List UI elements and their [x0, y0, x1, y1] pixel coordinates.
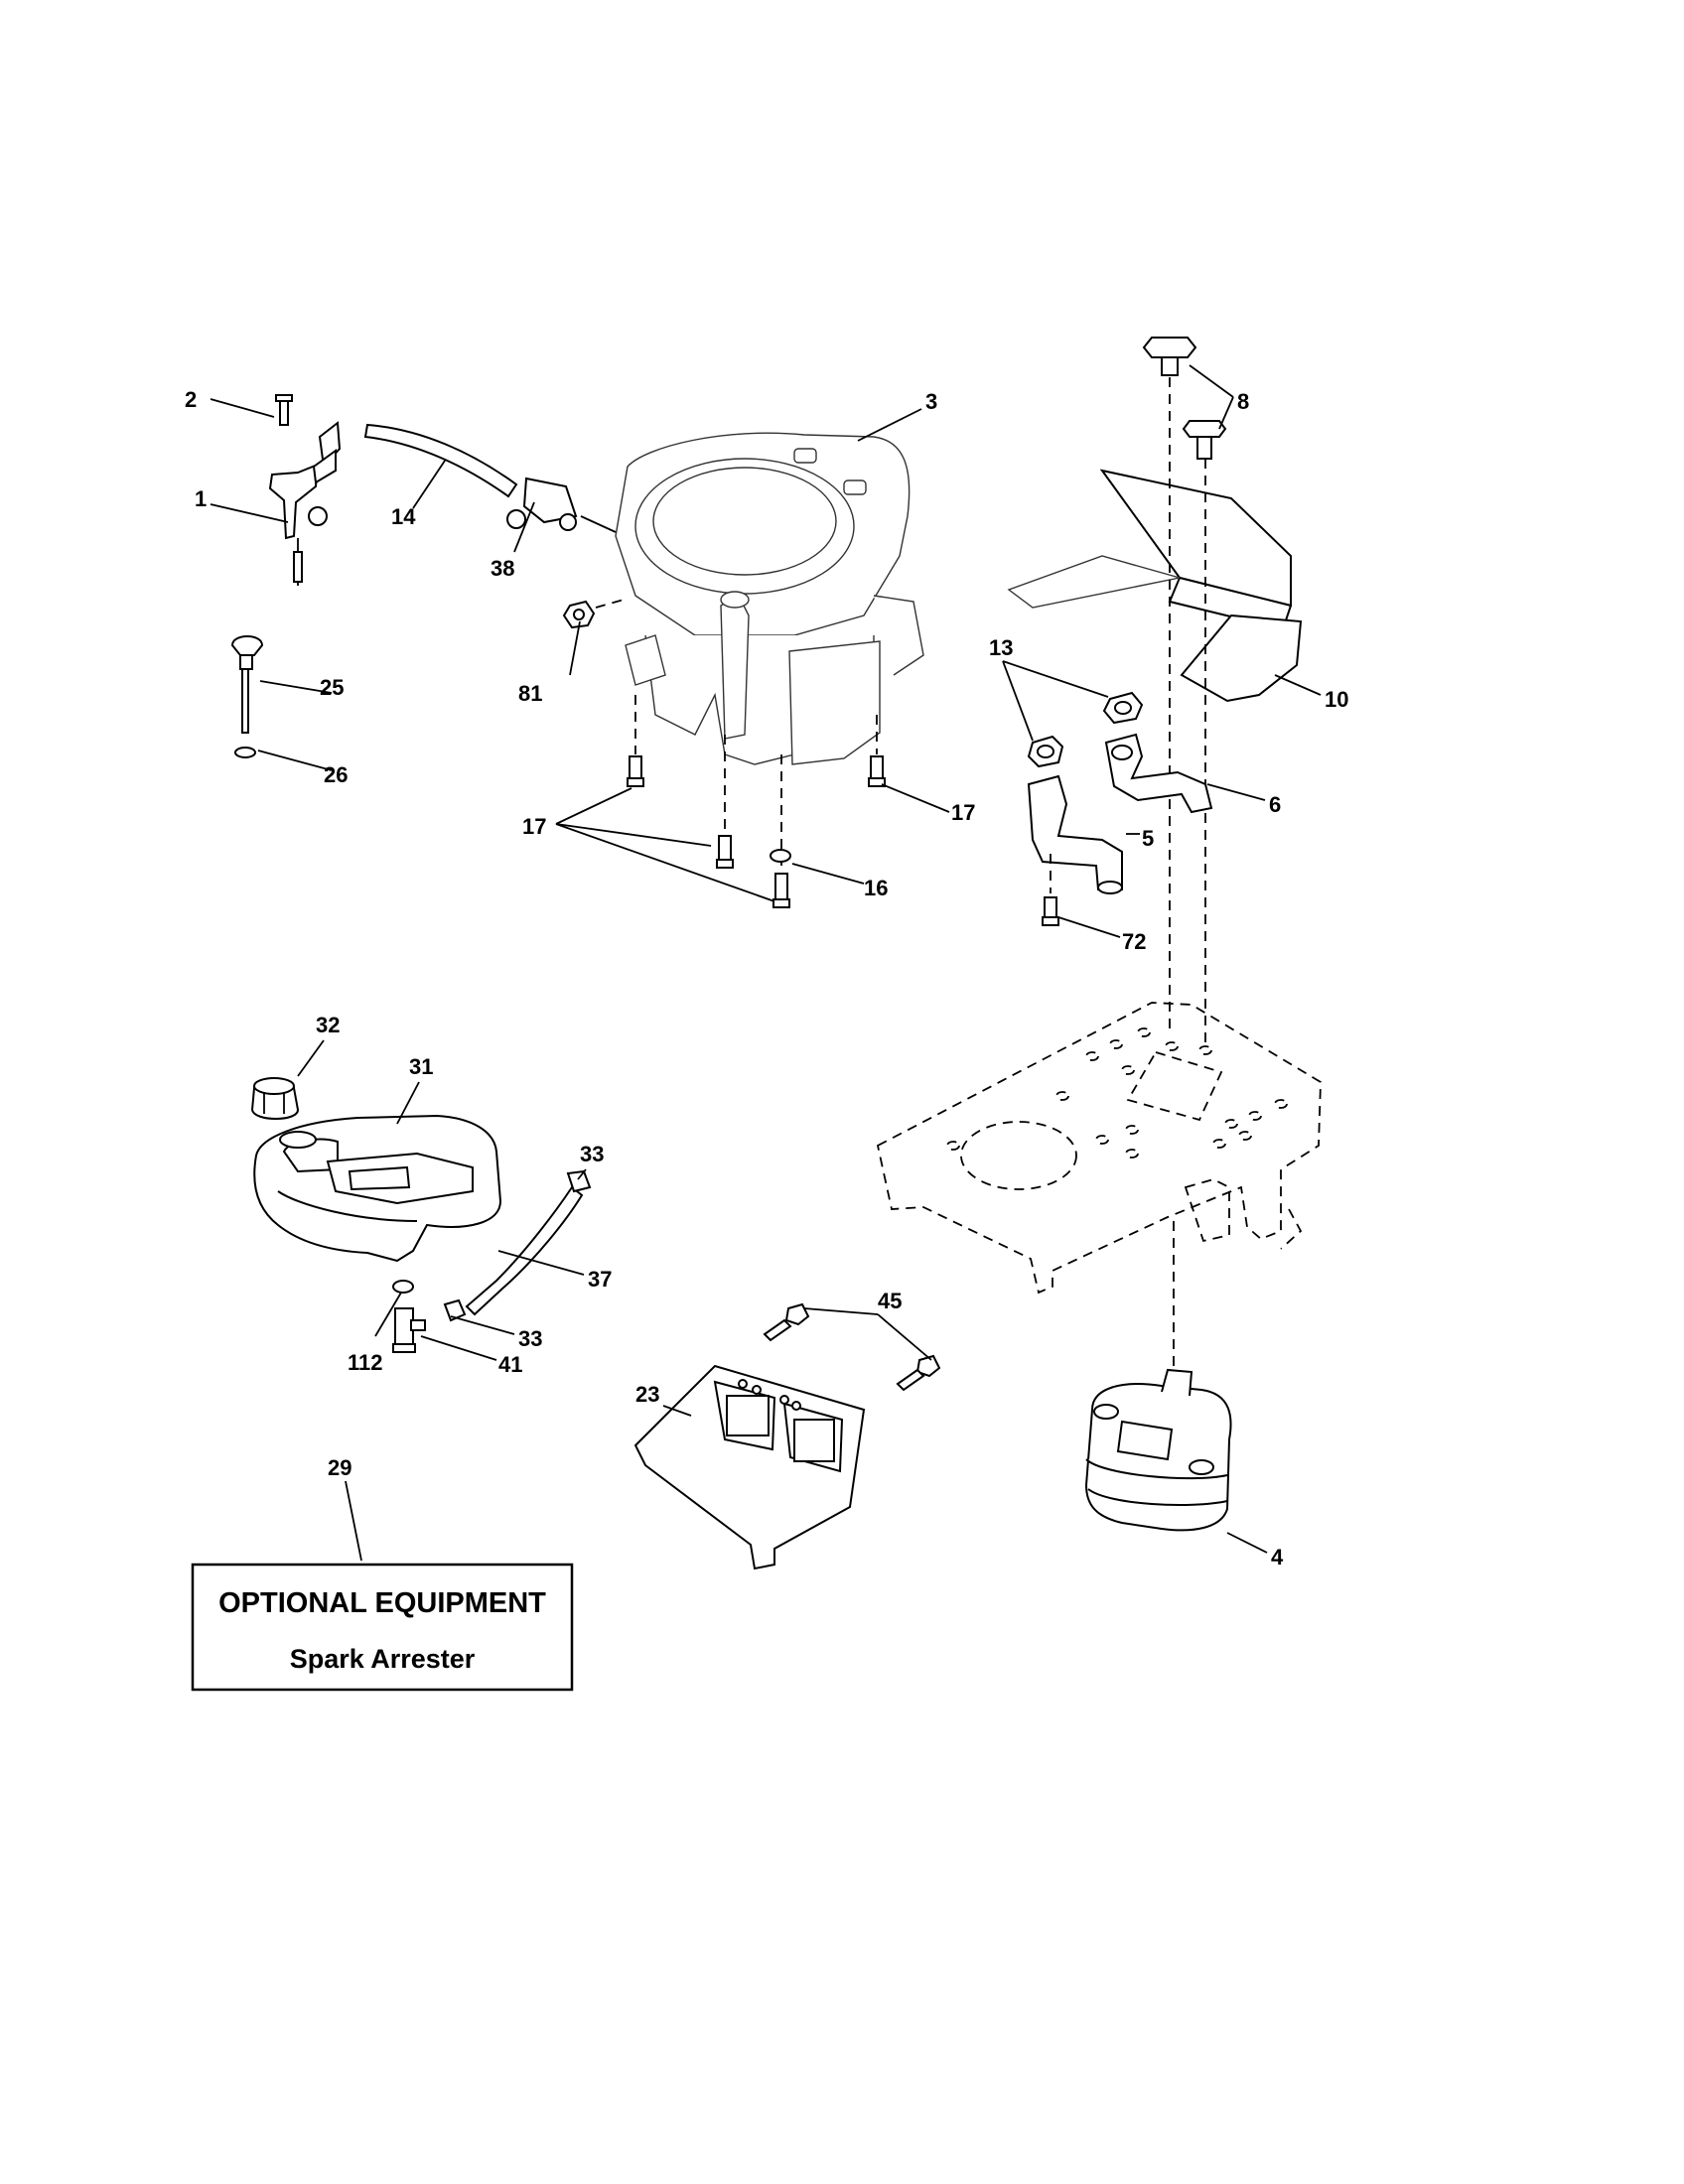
fuel-tank-part [253, 1114, 502, 1263]
callout-13: 13 [989, 635, 1013, 660]
callout-33-bottom: 33 [518, 1326, 542, 1351]
fuel-hose-part [465, 1185, 584, 1316]
callout-41: 41 [498, 1352, 522, 1377]
callout-33-top: 33 [580, 1142, 604, 1166]
callout-17-right: 17 [951, 800, 975, 825]
choke-knob-part [230, 635, 264, 758]
callout-37: 37 [588, 1267, 612, 1292]
callout-1: 1 [195, 486, 207, 511]
callout-16: 16 [864, 876, 888, 900]
callout-3: 3 [925, 389, 937, 414]
shield-bolt-part [1142, 337, 1227, 1042]
callout-29: 29 [328, 1455, 351, 1480]
frame-holes [946, 1027, 1288, 1159]
callout-17-left: 17 [522, 814, 546, 839]
callout-26: 26 [324, 762, 348, 787]
callout-81: 81 [518, 681, 542, 706]
callout-72: 72 [1122, 929, 1146, 954]
exhaust-pipe-left-part [1027, 774, 1123, 894]
callout-31: 31 [409, 1054, 433, 1079]
callout-6: 6 [1269, 792, 1281, 817]
nut-part [562, 599, 625, 629]
callout-112: 112 [348, 1350, 383, 1375]
muffler-part [1084, 1368, 1232, 1532]
exhaust-bolt-part [1042, 854, 1059, 926]
callout-4: 4 [1271, 1545, 1284, 1570]
hose-clamp-bottom-part [443, 1298, 467, 1322]
callout-labels: 1 2 3 14 38 81 25 26 17 17 16 8 10 13 6 … [185, 387, 1348, 1570]
fuel-cap-part [250, 1077, 300, 1120]
exhaust-pipe-right-part [1104, 733, 1213, 814]
optional-equipment-box: OPTIONAL EQUIPMENT Spark Arrester [191, 1563, 574, 1692]
engine-part [615, 432, 924, 765]
gasket-part [1027, 691, 1144, 768]
engine-bolt-left [627, 695, 644, 787]
throttle-control-part [268, 394, 342, 586]
leader-lines [210, 364, 1322, 1562]
callout-10: 10 [1325, 687, 1348, 712]
callout-5: 5 [1142, 826, 1154, 851]
callout-23: 23 [635, 1382, 659, 1407]
engine-bolt-lower [772, 754, 790, 908]
washer-part [770, 849, 791, 863]
optional-equipment-title: OPTIONAL EQUIPMENT [218, 1587, 546, 1619]
callout-38: 38 [491, 556, 514, 581]
callout-45: 45 [878, 1289, 902, 1313]
frame-outline [876, 1002, 1322, 1295]
callout-14: 14 [391, 504, 416, 529]
callout-25: 25 [320, 675, 344, 700]
guard-bolt-upper-part [763, 1302, 810, 1342]
engine-bolt-middle [716, 735, 734, 869]
callout-8: 8 [1237, 389, 1249, 414]
optional-equipment-subtitle: Spark Arrester [290, 1644, 476, 1674]
engine-bolt-right [868, 715, 886, 787]
callout-2: 2 [185, 387, 197, 412]
guard-plate-part [633, 1364, 866, 1570]
fuel-shutoff-part [392, 1280, 426, 1353]
heat-shield-part [1007, 469, 1303, 703]
guard-bolt-lower-part [896, 1354, 941, 1392]
fuel-line-part [363, 423, 617, 533]
hose-clamp-top-part [566, 1169, 592, 1193]
callout-32: 32 [316, 1013, 340, 1037]
